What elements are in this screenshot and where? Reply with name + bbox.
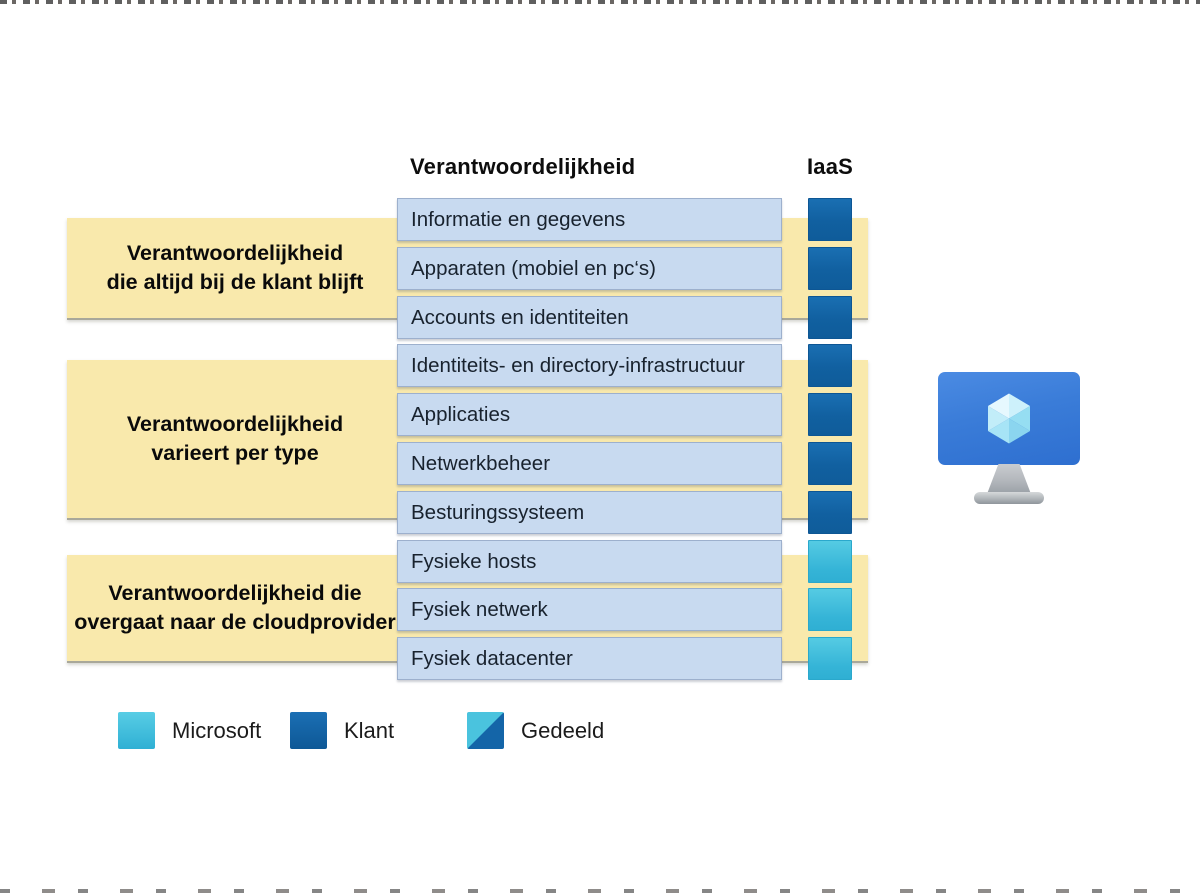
responsibility-row: Applicaties	[397, 393, 782, 436]
row-label: Besturingssysteem	[411, 500, 585, 524]
row-label: Fysiek netwerk	[411, 597, 548, 621]
responsibility-row: Besturingssysteem	[397, 491, 782, 534]
iaas-owner-cell	[808, 393, 852, 436]
responsibility-row: Informatie en gegevens	[397, 198, 782, 241]
iaas-owner-cell	[808, 344, 852, 387]
legend-item-klant: Klant	[290, 712, 394, 749]
row-label: Apparaten (mobiel en pc‘s)	[411, 256, 656, 280]
band-label: Verantwoordelijkheid die overgaat naar d…	[74, 581, 396, 634]
responsibility-row: Fysiek datacenter	[397, 637, 782, 680]
virtual-machine-monitor-icon	[938, 372, 1080, 504]
monitor-stand-neck	[987, 464, 1031, 494]
responsibility-row: Fysieke hosts	[397, 540, 782, 583]
responsibility-row: Apparaten (mobiel en pc‘s)	[397, 247, 782, 290]
monitor-stand-base	[974, 492, 1044, 504]
legend-label: Gedeeld	[521, 717, 605, 743]
cube-icon	[988, 393, 1030, 444]
legend-swatch-gedeeld-icon	[467, 712, 504, 749]
iaas-owner-cell	[808, 296, 852, 339]
row-label: Netwerkbeheer	[411, 451, 551, 475]
responsibility-row: Accounts en identiteiten	[397, 296, 782, 339]
iaas-owner-cell	[808, 442, 852, 485]
iaas-owner-cell	[808, 540, 852, 583]
row-label: Fysiek datacenter	[411, 646, 573, 670]
legend-item-gedeeld: Gedeeld	[467, 712, 604, 749]
legend-item-microsoft: Microsoft	[118, 712, 261, 749]
iaas-owner-cell	[808, 637, 852, 680]
row-label: Informatie en gegevens	[411, 207, 626, 231]
legend-swatch-klant-icon	[290, 712, 327, 749]
row-label: Identiteits- en directory-infrastructuur	[411, 353, 745, 377]
row-label: Applicaties	[411, 402, 511, 426]
iaas-column-header: IaaS	[806, 154, 854, 179]
band-label: Verantwoordelijkheid varieert per type	[126, 412, 344, 465]
legend-swatch-microsoft-icon	[118, 712, 155, 749]
row-label: Accounts en identiteiten	[411, 305, 629, 329]
top-edge-artifact	[0, 0, 1200, 4]
responsibility-column-header: Verantwoordelijkheid	[410, 154, 636, 179]
band-label: Verantwoordelijkheid die altijd bij de k…	[106, 241, 364, 294]
legend-label: Microsoft	[172, 717, 262, 743]
iaas-owner-cell	[808, 588, 852, 631]
bottom-edge-artifact	[0, 889, 1200, 893]
monitor-screen	[938, 372, 1080, 465]
iaas-owner-cell	[808, 491, 852, 534]
row-label: Fysieke hosts	[411, 549, 537, 573]
responsibility-row: Fysiek netwerk	[397, 588, 782, 631]
responsibility-row: Identiteits- en directory-infrastructuur	[397, 344, 782, 387]
iaas-owner-cell	[808, 247, 852, 290]
responsibility-row: Netwerkbeheer	[397, 442, 782, 485]
iaas-owner-cell	[808, 198, 852, 241]
legend-label: Klant	[344, 717, 395, 743]
